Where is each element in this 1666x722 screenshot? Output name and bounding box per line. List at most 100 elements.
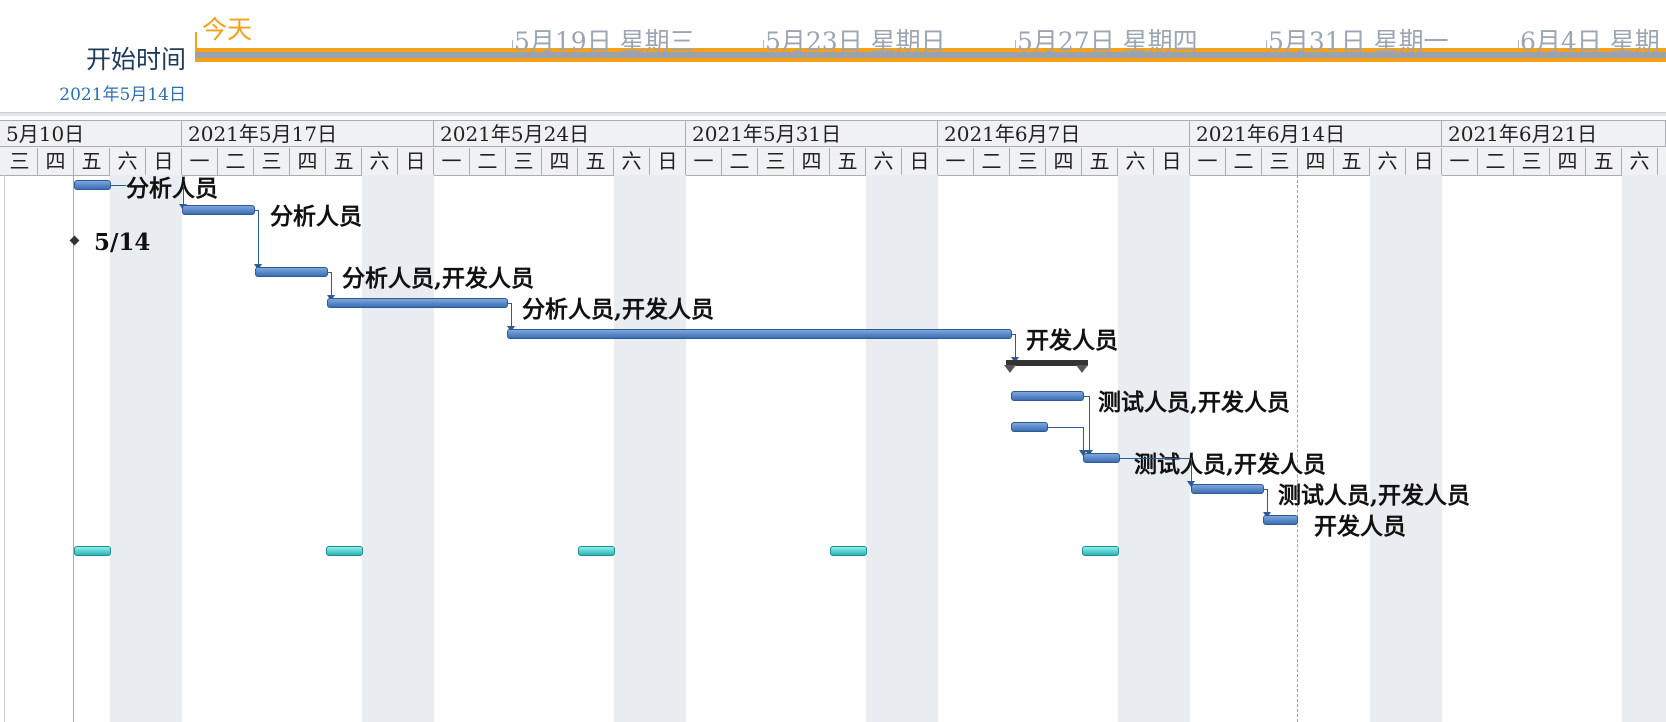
- gantt-chart-area[interactable]: 分析人员 分析人员 5/14 分析人员,开发人员 分析人员,开发人员 开发人员 …: [0, 175, 1666, 722]
- task-bar[interactable]: [74, 180, 111, 190]
- timeline-tick: 5月19日 星期三: [514, 27, 695, 56]
- timescale-day: 三: [506, 148, 542, 175]
- timescale-week: 2021年6月14日: [1190, 121, 1442, 147]
- task-bar[interactable]: [1011, 422, 1048, 432]
- timescale-day: 日: [146, 148, 182, 175]
- timeline-splitter[interactable]: [0, 112, 1666, 116]
- timescale-day: 二: [722, 148, 758, 175]
- task-resource-label: 分析人员: [270, 203, 362, 230]
- timeline-tick-mark: [1266, 40, 1267, 48]
- timescale-day: 三: [758, 148, 794, 175]
- timescale-day: 六: [362, 148, 398, 175]
- milestone-diamond[interactable]: [69, 235, 80, 246]
- timescale-header[interactable]: 5月10日 2021年5月17日 2021年5月24日 2021年5月31日 2…: [0, 120, 1666, 176]
- timescale-day: 五: [1334, 148, 1370, 175]
- link-line: [110, 185, 126, 186]
- task-bar[interactable]: [1083, 453, 1120, 463]
- timescale-day: 五: [1586, 148, 1622, 175]
- link-line: [1267, 489, 1268, 514]
- timescale-day: 五: [326, 148, 362, 175]
- summary-bar[interactable]: [1006, 360, 1088, 366]
- recurring-task-bar[interactable]: [74, 546, 111, 556]
- link-line: [1191, 458, 1192, 483]
- timescale-day: 二: [1478, 148, 1514, 175]
- timescale-day: 四: [1298, 148, 1334, 175]
- timescale-day: 二: [974, 148, 1010, 175]
- link-line: [1047, 427, 1084, 428]
- timescale-day: 六: [1370, 148, 1406, 175]
- task-bar[interactable]: [327, 298, 508, 308]
- timescale-day: 一: [434, 148, 470, 175]
- task-bar[interactable]: [1263, 515, 1298, 525]
- task-bar[interactable]: [1191, 484, 1264, 494]
- recurring-task-bar[interactable]: [830, 546, 867, 556]
- task-resource-label: 分析人员,开发人员: [522, 296, 715, 323]
- timeline-view[interactable]: 开始时间 2021年5月14日 今天 5月19日 星期三 5月23日 星期日 5…: [0, 0, 1666, 112]
- task-bar[interactable]: [182, 205, 255, 215]
- link-line: [511, 303, 512, 328]
- link-line: [183, 185, 184, 205]
- timescale-day: 日: [902, 148, 938, 175]
- timescale-week: 2021年5月24日: [434, 121, 686, 147]
- task-bar[interactable]: [255, 267, 328, 277]
- link-line: [1083, 396, 1090, 397]
- task-resource-label: 测试人员,开发人员: [1134, 451, 1327, 478]
- link-line: [254, 210, 259, 211]
- timescale-day: 一: [938, 148, 974, 175]
- timeline-tick: 5月27日 星期四: [1017, 27, 1198, 56]
- timescale-week: 2021年5月17日: [182, 121, 434, 147]
- timeline-tick: 5月23日 星期日: [765, 27, 946, 56]
- timescale-day: 日: [1406, 148, 1442, 175]
- timeline-start-date: 2021年5月14日: [59, 85, 186, 105]
- link-line: [1263, 489, 1268, 490]
- timeline-bar[interactable]: [195, 48, 1666, 62]
- timescale-day: 日: [650, 148, 686, 175]
- timescale-day: 三: [1262, 148, 1298, 175]
- timescale-day: 一: [1190, 148, 1226, 175]
- recurring-task-bar[interactable]: [578, 546, 615, 556]
- link-line: [1015, 334, 1016, 359]
- timescale-day: 日: [398, 148, 434, 175]
- timescale-day: 五: [578, 148, 614, 175]
- timescale-day: 五: [830, 148, 866, 175]
- nonworking-shade: [110, 175, 182, 722]
- timescale-day: 六: [866, 148, 902, 175]
- task-resource-label: 开发人员: [1314, 513, 1406, 540]
- timeline-today-label: 今天: [202, 15, 253, 44]
- timescale-day: 五: [74, 148, 110, 175]
- task-resource-label: 分析人员,开发人员: [342, 265, 535, 292]
- timescale-day: 四: [1046, 148, 1082, 175]
- today-line: [73, 175, 74, 722]
- timeline-tick: 6月4日 星期: [1520, 27, 1660, 56]
- nonworking-shade: [1370, 175, 1442, 722]
- task-bar[interactable]: [1011, 391, 1084, 401]
- link-line: [331, 272, 332, 297]
- timescale-day: 四: [290, 148, 326, 175]
- timeline-tick-mark: [763, 40, 764, 48]
- link-line: [1089, 396, 1090, 452]
- task-bar[interactable]: [507, 329, 1012, 339]
- task-resource-label: 测试人员,开发人员: [1278, 482, 1471, 509]
- recurring-task-bar[interactable]: [326, 546, 363, 556]
- timescale-day: 一: [1442, 148, 1478, 175]
- timescale-day: 三: [1514, 148, 1550, 175]
- chart-left-border: [4, 175, 5, 722]
- timescale-day: 三: [1010, 148, 1046, 175]
- link-line: [1083, 427, 1084, 452]
- recurring-task-bar[interactable]: [1082, 546, 1119, 556]
- timescale-day: 六: [110, 148, 146, 175]
- timescale-day: 四: [1550, 148, 1586, 175]
- timeline-tick-mark: [1015, 40, 1016, 48]
- summary-end-cap: [1004, 365, 1016, 373]
- timescale-day: 四: [794, 148, 830, 175]
- timescale-week: 2021年6月7日: [938, 121, 1190, 147]
- timescale-day: 二: [470, 148, 506, 175]
- timescale-day: 三: [254, 148, 290, 175]
- link-line: [1119, 458, 1191, 459]
- timescale-day: 六: [614, 148, 650, 175]
- timescale-week: 2021年6月21日: [1442, 121, 1666, 147]
- timescale-week: 2021年5月31日: [686, 121, 938, 147]
- nonworking-shade: [614, 175, 686, 722]
- link-line: [507, 303, 512, 304]
- timescale-day: 四: [542, 148, 578, 175]
